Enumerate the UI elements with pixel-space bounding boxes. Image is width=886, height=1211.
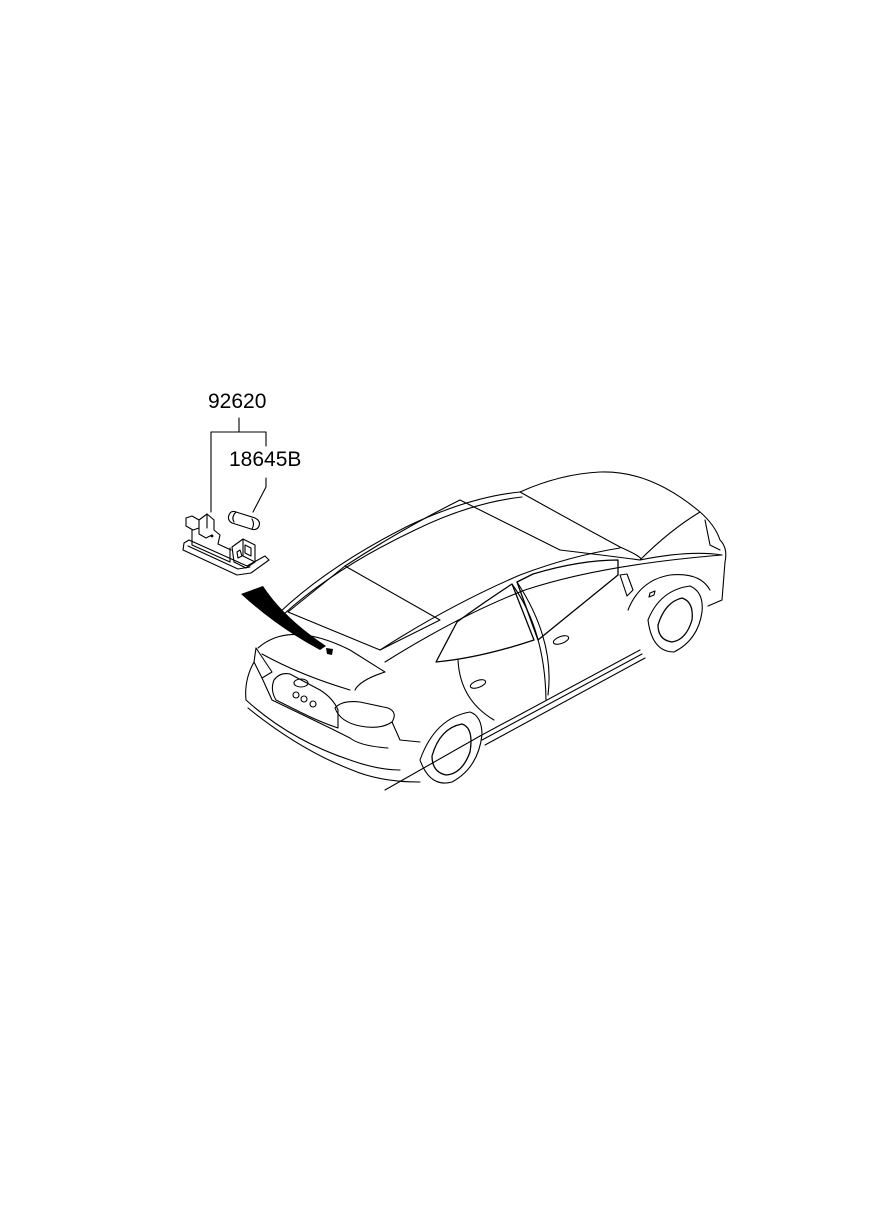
location-pointer-arrow	[241, 586, 333, 655]
sedan-car-outline	[245, 471, 727, 791]
license-lamp-assembly-icon	[182, 510, 270, 576]
callout-label-18645b[interactable]: 18645B	[229, 448, 302, 471]
callout-leaders	[210, 417, 267, 513]
callout-label-92620[interactable]: 92620	[208, 390, 267, 413]
